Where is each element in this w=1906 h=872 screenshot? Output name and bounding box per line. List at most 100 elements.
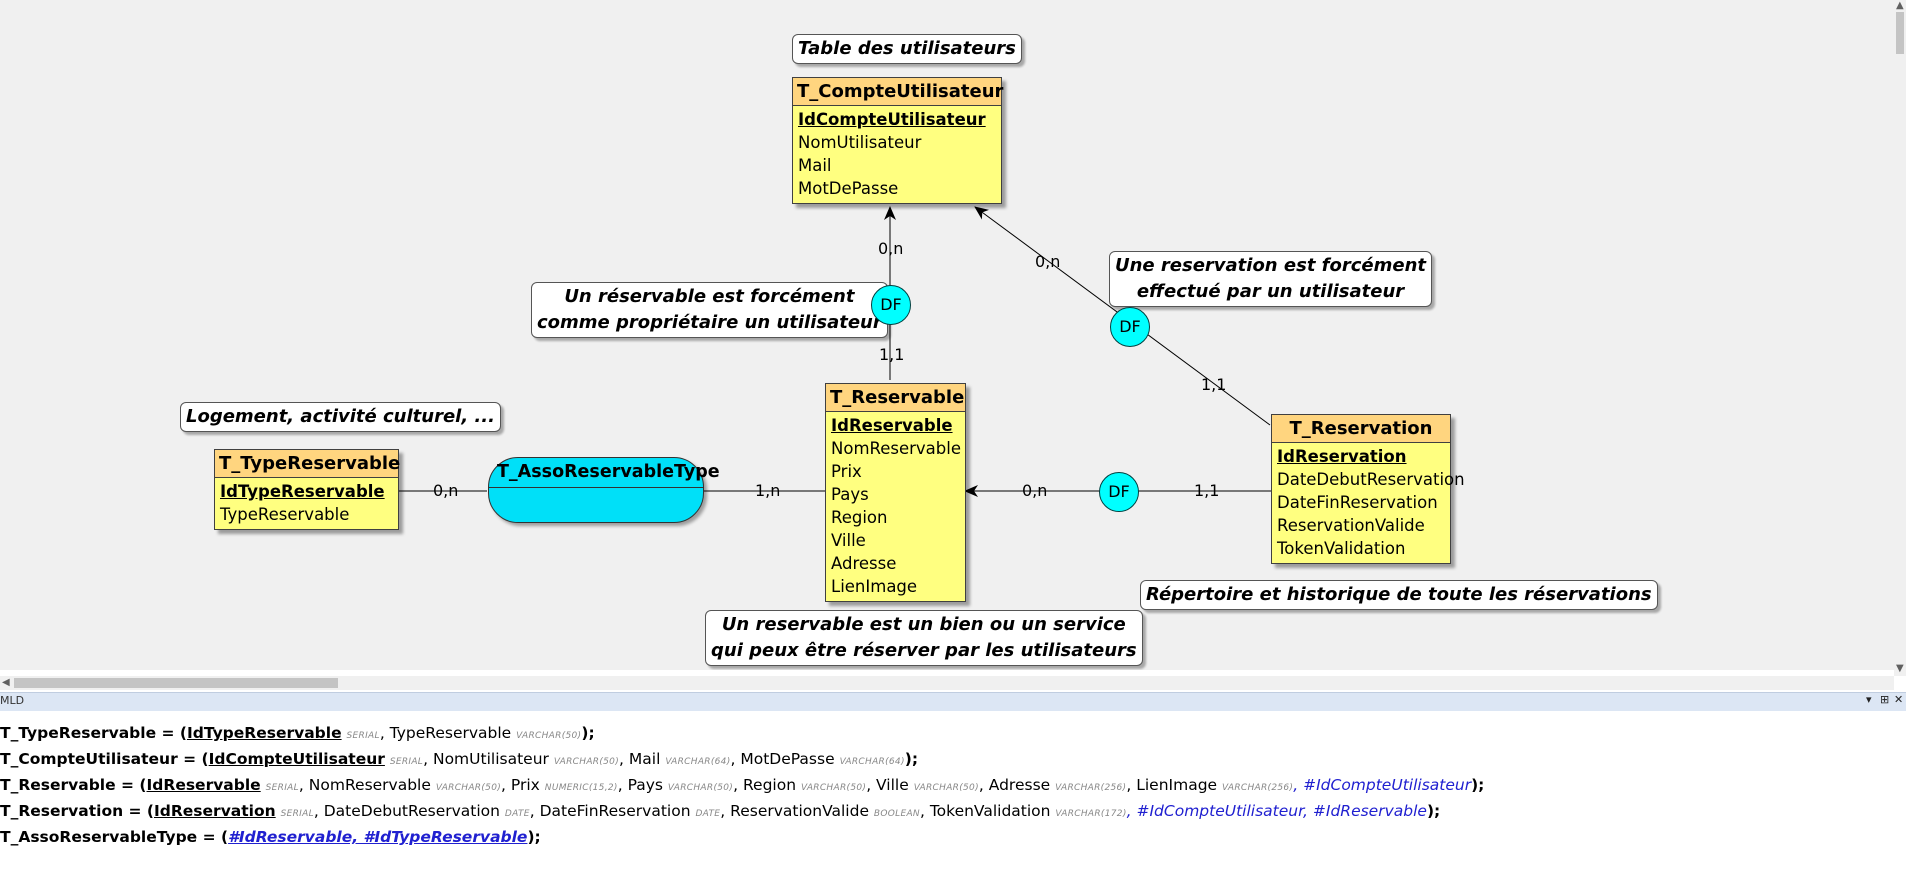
attribute: DateDebutReservation (1277, 470, 1465, 489)
entity-title: T_CompteUtilisateur (793, 78, 1003, 106)
association-asso-reservable-type[interactable]: T_AssoReservableType (488, 457, 720, 523)
mld-separator: , (866, 776, 877, 794)
mld-separator: , (379, 724, 390, 742)
attribute: NomReservable (831, 439, 962, 458)
attribute-list: IdTypeReservable TypeReservable (215, 478, 398, 529)
mld-separator: , (298, 776, 309, 794)
cardinality-label: 1,1 (879, 345, 905, 364)
mld-punctuation: = ( (115, 776, 147, 794)
note-line: Un réservable est forcément (564, 286, 855, 307)
mld-punctuation: = ( (177, 750, 209, 768)
diagram-canvas[interactable]: Table des utilisateurs Un réservable est… (0, 0, 1894, 670)
mld-type: VARCHAR(50) (800, 783, 867, 793)
mld-attribute: Ville (876, 776, 909, 794)
mld-attribute: #IdCompteUtilisateur (1136, 802, 1304, 820)
mld-type: VARCHAR(64) (665, 757, 731, 767)
association-title: T_AssoReservableType (489, 458, 720, 488)
mld-attribute: NomReservable (308, 776, 431, 794)
horizontal-scrollbar[interactable]: ◀ (0, 676, 1894, 690)
vertical-scrollbar[interactable]: ▲ ▼ (1894, 0, 1906, 676)
scroll-left-icon[interactable]: ◀ (2, 677, 10, 688)
entity-type-reservable[interactable]: T_TypeReservable IdTypeReservable TypeRe… (214, 449, 400, 530)
panel-close-icon[interactable]: ✕ (1894, 693, 1904, 706)
panel-pin-icon[interactable]: ⊞ (1880, 693, 1890, 706)
mld-attribute: Pays (627, 776, 663, 794)
attribute: TypeReservable (220, 505, 350, 524)
mld-type: VARCHAR(64) (839, 757, 905, 767)
mld-separator: , (529, 802, 540, 820)
mld-entity-name: T_TypeReservable (0, 724, 157, 742)
mld-attribute: IdReservable (146, 776, 261, 794)
mld-attribute: DateDebutReservation (323, 802, 500, 820)
attribute-primary-key: IdReservation (1277, 447, 1407, 466)
mld-attribute: DateFinReservation (539, 802, 691, 820)
scroll-down-icon[interactable]: ▼ (1896, 663, 1904, 674)
mld-type: SERIAL (265, 783, 299, 793)
note-line: comme propriétaire un utilisateur (537, 312, 882, 333)
attribute: Ville (831, 531, 866, 550)
mld-type: VARCHAR(256) (1222, 783, 1294, 793)
cardinality-label: 0,n (878, 239, 904, 258)
mld-attribute: IdTypeReservable (186, 724, 342, 742)
df-node-reservable-owner[interactable]: DF (871, 285, 911, 325)
note-line: Une reservation est forcément (1115, 255, 1427, 276)
mld-type: SERIAL (389, 757, 424, 767)
scroll-up-icon[interactable]: ▲ (1896, 0, 1904, 11)
df-node-reservation-user[interactable]: DF (1110, 307, 1150, 347)
attribute: ReservationValide (1277, 516, 1425, 535)
attribute: Mail (798, 156, 832, 175)
mld-line: T_Reservation = (IdReservation SERIAL, D… (0, 800, 1484, 826)
attribute: TokenValidation (1277, 539, 1406, 558)
mld-type: VARCHAR(172) (1055, 809, 1127, 819)
mld-separator: , (1303, 802, 1313, 820)
attribute-list: IdReservation DateDebutReservation DateF… (1272, 443, 1465, 563)
vertical-scroll-thumb[interactable] (1896, 12, 1904, 54)
mld-line: T_AssoReservableType = (#IdReservable, #… (0, 826, 1484, 849)
note-reservation-user: Une reservation est forcément effectué p… (1109, 251, 1433, 307)
mld-line: T_Reservable = (IdReservable SERIAL, Nom… (0, 774, 1484, 800)
entity-title: T_Reservation (1272, 415, 1450, 443)
mld-attribute: Adresse (988, 776, 1051, 794)
attribute: LienImage (831, 577, 918, 596)
mld-type: VARCHAR(50) (667, 783, 734, 793)
mld-type: VARCHAR(256) (1055, 783, 1127, 793)
cardinality-label: 1,1 (1201, 375, 1227, 394)
mld-separator: , (733, 776, 743, 794)
mld-separator: , (313, 802, 324, 820)
mld-entity-name: T_CompteUtilisateur (0, 750, 178, 768)
mld-type: DATE (504, 809, 530, 819)
mld-attribute: TypeReservable (389, 724, 512, 742)
note-users-table: Table des utilisateurs (792, 34, 1022, 64)
mld-attribute: LienImage (1136, 776, 1218, 794)
mld-type: BOOLEAN (873, 809, 920, 819)
cardinality-label: 0,n (1022, 481, 1048, 500)
note-reservable-definition: Un reservable est un bien ou un service … (705, 610, 1143, 666)
mld-punctuation: ); (527, 828, 541, 846)
df-node-reservation-reservable[interactable]: DF (1099, 472, 1139, 512)
mld-separator: , (1126, 776, 1137, 794)
mld-text-panel: T_TypeReservable = ( IdTypeReservable SER… (0, 722, 1484, 849)
mld-separator: , (1293, 776, 1304, 794)
cardinality-label: 1,1 (1194, 481, 1220, 500)
attribute-primary-key: IdCompteUtilisateur (798, 110, 986, 129)
entity-title: T_Reservable (826, 384, 965, 412)
entity-compte-utilisateur[interactable]: T_CompteUtilisateur IdCompteUtilisateur … (792, 77, 1003, 204)
panel-menu-icon[interactable]: ▾ (1866, 693, 1872, 706)
mld-punctuation: ); (904, 750, 919, 768)
attribute: Region (831, 508, 888, 527)
mld-type: VARCHAR(50) (516, 731, 582, 741)
note-line: Un reservable est un bien ou un service (721, 614, 1126, 635)
attribute: Pays (831, 485, 869, 504)
note-logement: Logement, activité culturel, ... (180, 402, 501, 432)
mld-punctuation: = ( (123, 802, 154, 820)
mld-separator: , (423, 750, 433, 768)
attribute-list: IdCompteUtilisateur NomUtilisateur Mail … (793, 106, 1001, 203)
entity-reservation[interactable]: T_Reservation IdReservation DateDebutRes… (1271, 414, 1465, 564)
mld-entity-name: T_Reservable (0, 776, 116, 794)
mld-attribute: ReservationValide (730, 802, 869, 820)
horizontal-scroll-thumb[interactable] (14, 678, 338, 688)
entity-reservable[interactable]: T_Reservable IdReservable NomReservable … (825, 383, 966, 602)
mld-type: NUMERIC(15,2) (544, 783, 618, 793)
mld-type: VARCHAR(50) (435, 783, 502, 793)
mld-attribute: TokenValidation (929, 802, 1051, 820)
